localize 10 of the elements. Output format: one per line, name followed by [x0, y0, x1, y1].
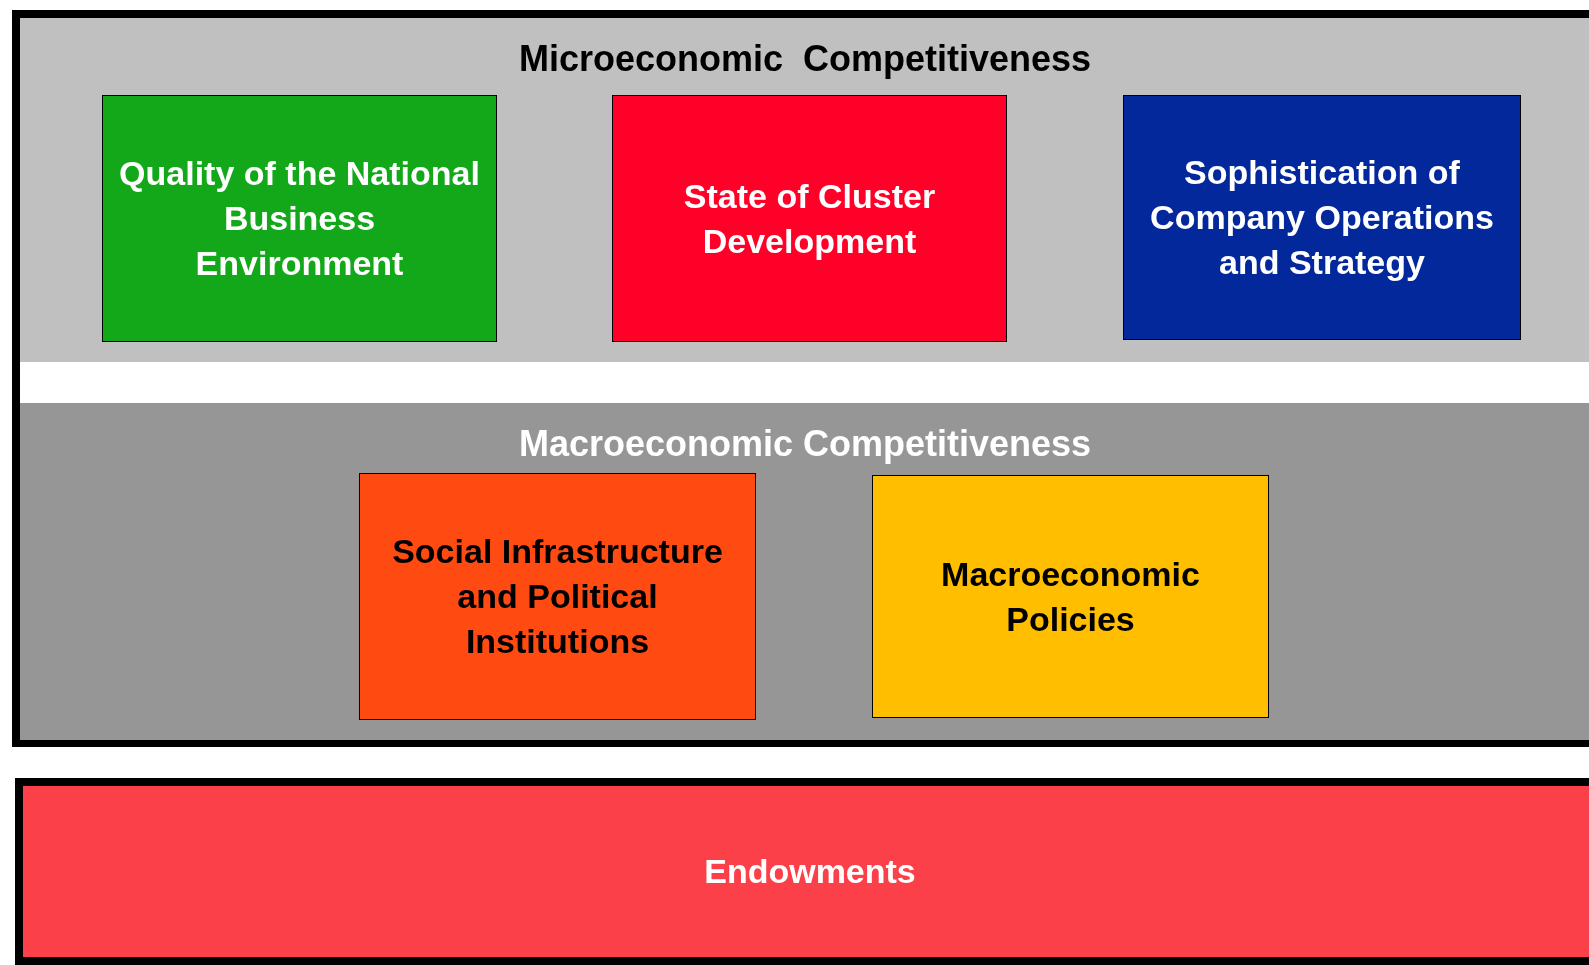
band	[20, 403, 1589, 740]
category-box: Quality of the National Business Environment	[102, 95, 497, 342]
category-box: Social Infrastructure and Political Institutions	[359, 473, 756, 720]
band-heading: Macroeconomic Competitiveness	[517, 422, 1093, 466]
endowments-box: Endowments	[15, 778, 1589, 965]
category-box: Macroeconomic Policies	[872, 475, 1269, 718]
category-box: Sophistication of Company Operations and Strategy	[1123, 95, 1521, 340]
band-heading: Microeconomic Competitiveness	[517, 37, 1093, 81]
band	[20, 18, 1589, 362]
category-box: State of Cluster Development	[612, 95, 1007, 342]
